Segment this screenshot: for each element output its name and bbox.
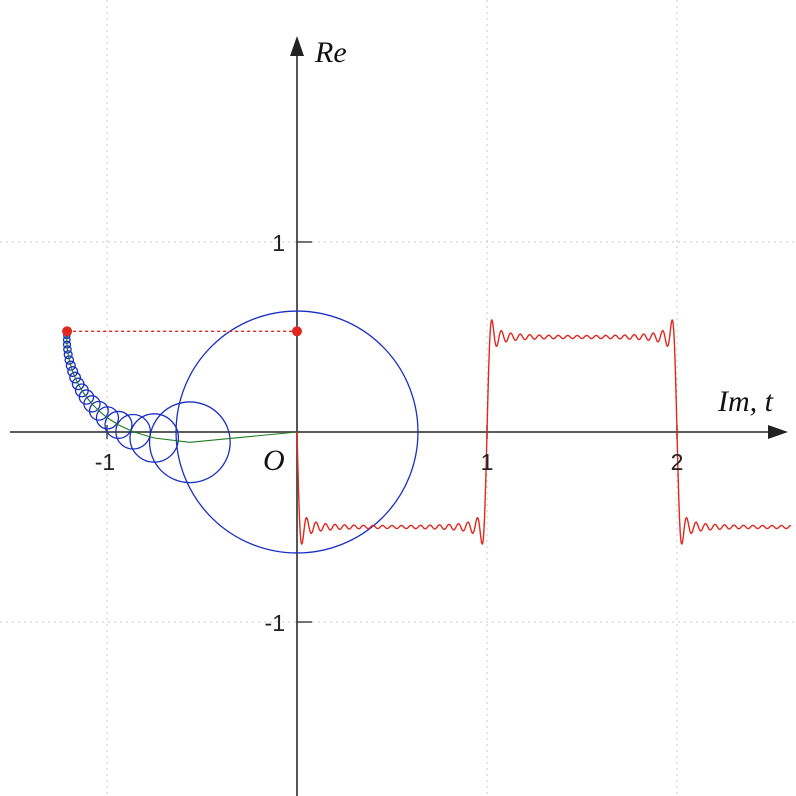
epicycle-circle bbox=[67, 366, 79, 377]
epicycle-circle bbox=[63, 350, 73, 360]
axes bbox=[10, 36, 788, 796]
y-tick-label: -1 bbox=[265, 610, 285, 636]
x-tick-label: -1 bbox=[95, 449, 115, 475]
epicycle-circle bbox=[78, 389, 95, 405]
epicycle-circle bbox=[74, 383, 89, 398]
epicycle-radius-chain bbox=[66, 331, 298, 443]
curve-start-point bbox=[292, 326, 302, 337]
epicycle-circle bbox=[148, 401, 231, 484]
epicycle-circle bbox=[65, 360, 76, 371]
vertical-axis-arrow bbox=[290, 36, 304, 56]
x-tick-label: 2 bbox=[671, 449, 684, 475]
overlay bbox=[62, 319, 792, 546]
epicycle-circle bbox=[71, 377, 85, 391]
origin-label: O bbox=[263, 444, 285, 477]
horizontal-axis-label: Im, t bbox=[717, 385, 774, 418]
epicycle-circles bbox=[62, 310, 419, 554]
y-tick-label: 1 bbox=[272, 230, 285, 256]
epicycle-circle bbox=[175, 310, 419, 554]
epicycle-circle bbox=[64, 355, 75, 365]
vertical-axis-label: Re bbox=[314, 36, 347, 69]
epicycle-circle bbox=[69, 371, 82, 384]
epicycle-circle bbox=[88, 400, 109, 421]
x-tick-label: 1 bbox=[481, 449, 494, 475]
epicycle-tip-point bbox=[62, 326, 73, 337]
horizontal-axis-arrow bbox=[768, 425, 788, 439]
epicycle-circle bbox=[129, 413, 180, 463]
epicycle-circle bbox=[104, 410, 133, 439]
square-wave-curve bbox=[296, 319, 792, 546]
epicycle-circle bbox=[115, 413, 152, 450]
